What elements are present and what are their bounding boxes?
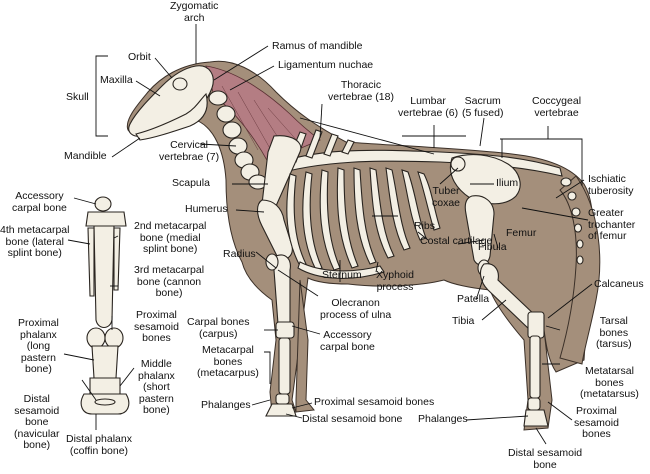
label-carpal-bones: Carpal bones(carpus) <box>187 316 250 340</box>
fore-phalanges <box>265 393 297 417</box>
label-skull: Skull <box>66 91 89 103</box>
label-calcaneus: Calcaneus <box>594 278 644 290</box>
inset-navicular <box>94 398 116 406</box>
inset-proximal-phalanx <box>91 345 119 379</box>
label-phalanges-hind: Phalanges <box>418 413 468 425</box>
skull-bracket <box>95 55 108 137</box>
carpus-bones <box>275 321 295 339</box>
label-radius: Radius <box>223 248 256 260</box>
tarsus-bones <box>527 311 545 339</box>
leader-lines <box>63 24 593 445</box>
inset-metacarpus-detail <box>80 196 130 415</box>
label-ramus-of-mandible: Ramus of mandible <box>272 40 363 52</box>
label-ilium: Ilium <box>496 177 519 189</box>
inset-lateral-splint <box>87 227 95 297</box>
label-proximal-sesamoid-bones-fore: Proximal sesamoid bones <box>314 396 435 408</box>
sternum-bone <box>297 261 385 279</box>
cervical-vertebrae <box>208 90 268 190</box>
inset-sesamoid-left <box>86 327 106 349</box>
metacarpal-bones <box>278 337 291 395</box>
label-sacrum: Sacrum(5 fused) <box>462 95 504 119</box>
label-tibia: Tibia <box>452 315 475 327</box>
tuber-coxae <box>450 156 466 172</box>
label-ligamentum-nuchae: Ligamentum nuchae <box>278 59 374 71</box>
rib-cage <box>286 167 441 271</box>
label-mandible: Mandible <box>64 150 107 162</box>
inset-middle-phalanx <box>89 377 121 395</box>
label-inset-distal-phalanx: Distal phalanx(coffin bone) <box>66 433 132 457</box>
inset-sesamoid-right <box>104 327 124 349</box>
mandible-bone <box>135 92 208 141</box>
label-femur: Femur <box>506 227 537 239</box>
horse-tail <box>559 175 601 365</box>
label-costal-cartilage: Costal cartilage <box>420 235 493 247</box>
label-humerus: Humerus <box>185 203 228 215</box>
inset-carpus-row <box>85 211 127 227</box>
label-distal-sesamoid-bone-fore: Distal sesamoid bone <box>302 413 403 425</box>
inset-cannon-bone <box>93 225 115 329</box>
metatarsal-bones <box>529 335 541 399</box>
tail-vertebrae <box>560 177 584 265</box>
olecranon <box>265 253 279 271</box>
label-sternum: Sternum <box>322 269 362 281</box>
inset-accessory-carpal <box>94 196 112 212</box>
inset-medial-splint <box>113 227 121 291</box>
label-scapula: Scapula <box>172 177 210 189</box>
label-maxilla: Maxilla <box>100 74 133 86</box>
far-foreleg <box>295 279 315 413</box>
orbit-socket <box>172 77 188 91</box>
label-ribs: Ribs <box>414 220 436 232</box>
label-orbit: Orbit <box>128 51 151 63</box>
label-fibula: Fibula <box>478 241 507 253</box>
hind-phalanges <box>523 397 549 427</box>
pelvis-bone <box>450 154 521 205</box>
label-phalanges-fore: Phalanges <box>201 399 251 411</box>
label-patella: Patella <box>457 293 490 305</box>
